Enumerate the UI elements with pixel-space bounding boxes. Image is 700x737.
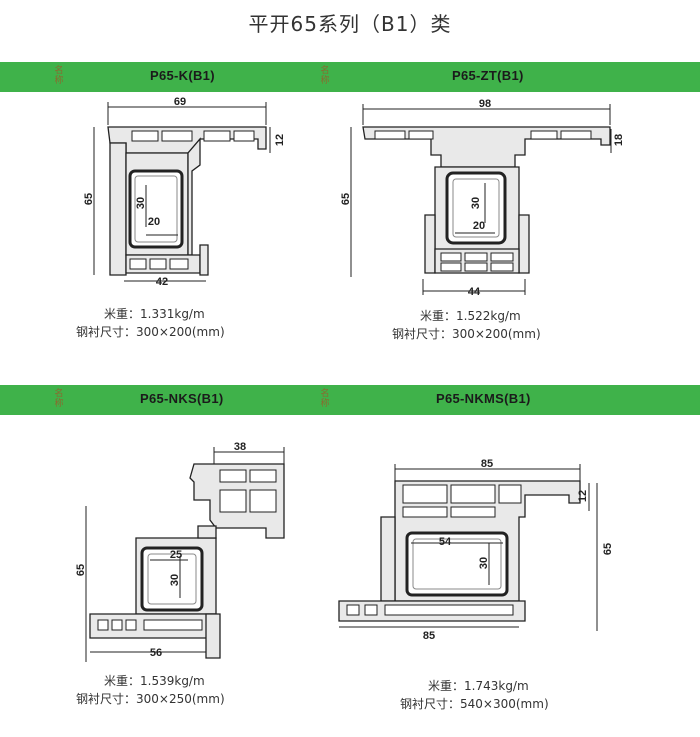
steel-value: 300×250(mm) xyxy=(136,692,225,706)
dim-inner-width: 20 xyxy=(148,216,160,228)
model-p65-zt: P65-ZT(B1) xyxy=(452,68,524,83)
dim-flange: 12 xyxy=(577,490,589,502)
product-band-bottom: 名称 P65-NKS(B1) 名称 P65-NKMS(B1) xyxy=(0,385,700,415)
steel-value: 540×300(mm) xyxy=(460,697,549,711)
steel-value: 300×200(mm) xyxy=(452,327,541,341)
weight-label: 米重： xyxy=(428,679,465,693)
dim-inner-width: 20 xyxy=(473,220,485,232)
weight-label: 米重： xyxy=(104,307,141,321)
dim-base: 85 xyxy=(423,630,435,642)
dim-height: 65 xyxy=(75,564,87,576)
dim-width: 69 xyxy=(174,96,186,108)
spec-p65-k: 米重：1.331kg/m 钢衬尺寸：300×200(mm) xyxy=(76,305,225,341)
dim-flange: 12 xyxy=(274,134,286,146)
dim-inner-width: 54 xyxy=(439,536,452,548)
steel-label: 钢衬尺寸： xyxy=(76,325,137,339)
spec-p65-zt: 米重：1.522kg/m 钢衬尺寸：300×200(mm) xyxy=(392,307,541,343)
dim-base: 56 xyxy=(150,647,162,659)
profile-drawing-p65-nkms: 85 12 65 85 30 54 xyxy=(338,458,614,642)
weight-value: 1.331kg/m xyxy=(140,307,205,321)
profile-drawing-p65-nks: 38 65 56 30 25 xyxy=(75,441,285,662)
dim-inner-width: 25 xyxy=(170,549,182,561)
weight-value: 1.539kg/m xyxy=(140,674,205,688)
dim-inner-height: 30 xyxy=(470,197,482,209)
steel-label: 钢衬尺寸： xyxy=(392,327,453,341)
name-label: 名称 xyxy=(54,389,64,409)
page-title: 平开65系列（B1）类 xyxy=(248,12,452,36)
dim-height: 65 xyxy=(340,193,352,205)
dim-height: 65 xyxy=(83,193,95,205)
profile-drawing-p65-zt: 98 18 65 44 30 20 xyxy=(340,98,625,298)
dim-height: 65 xyxy=(602,543,614,555)
dim-width: 38 xyxy=(234,441,246,453)
weight-label: 米重： xyxy=(420,309,457,323)
model-p65-nks: P65-NKS(B1) xyxy=(140,391,224,406)
dim-base: 44 xyxy=(468,286,481,298)
dim-width: 98 xyxy=(479,98,491,110)
steel-value: 300×200(mm) xyxy=(136,325,225,339)
model-p65-k: P65-K(B1) xyxy=(150,68,215,83)
weight-label: 米重： xyxy=(104,674,141,688)
name-label: 名称 xyxy=(320,66,330,86)
name-label: 名称 xyxy=(54,66,64,86)
spec-p65-nkms: 米重：1.743kg/m 钢衬尺寸：540×300(mm) xyxy=(400,677,549,713)
model-p65-nkms: P65-NKMS(B1) xyxy=(436,391,531,406)
dim-base: 42 xyxy=(156,276,168,288)
weight-value: 1.522kg/m xyxy=(456,309,521,323)
dim-inner-height: 30 xyxy=(135,197,147,209)
weight-value: 1.743kg/m xyxy=(464,679,529,693)
steel-label: 钢衬尺寸： xyxy=(76,692,137,706)
product-band-top: 名称 P65-K(B1) 名称 P65-ZT(B1) xyxy=(0,62,700,92)
profile-drawing-p65-k: 69 12 65 42 30 20 xyxy=(83,96,286,288)
dim-inner-height: 30 xyxy=(478,557,490,569)
name-label: 名称 xyxy=(320,389,330,409)
dim-width: 85 xyxy=(481,458,493,470)
steel-label: 钢衬尺寸： xyxy=(400,697,461,711)
spec-p65-nks: 米重：1.539kg/m 钢衬尺寸：300×250(mm) xyxy=(76,672,225,708)
dim-inner-height: 30 xyxy=(169,574,181,586)
dim-flange: 18 xyxy=(613,134,625,146)
